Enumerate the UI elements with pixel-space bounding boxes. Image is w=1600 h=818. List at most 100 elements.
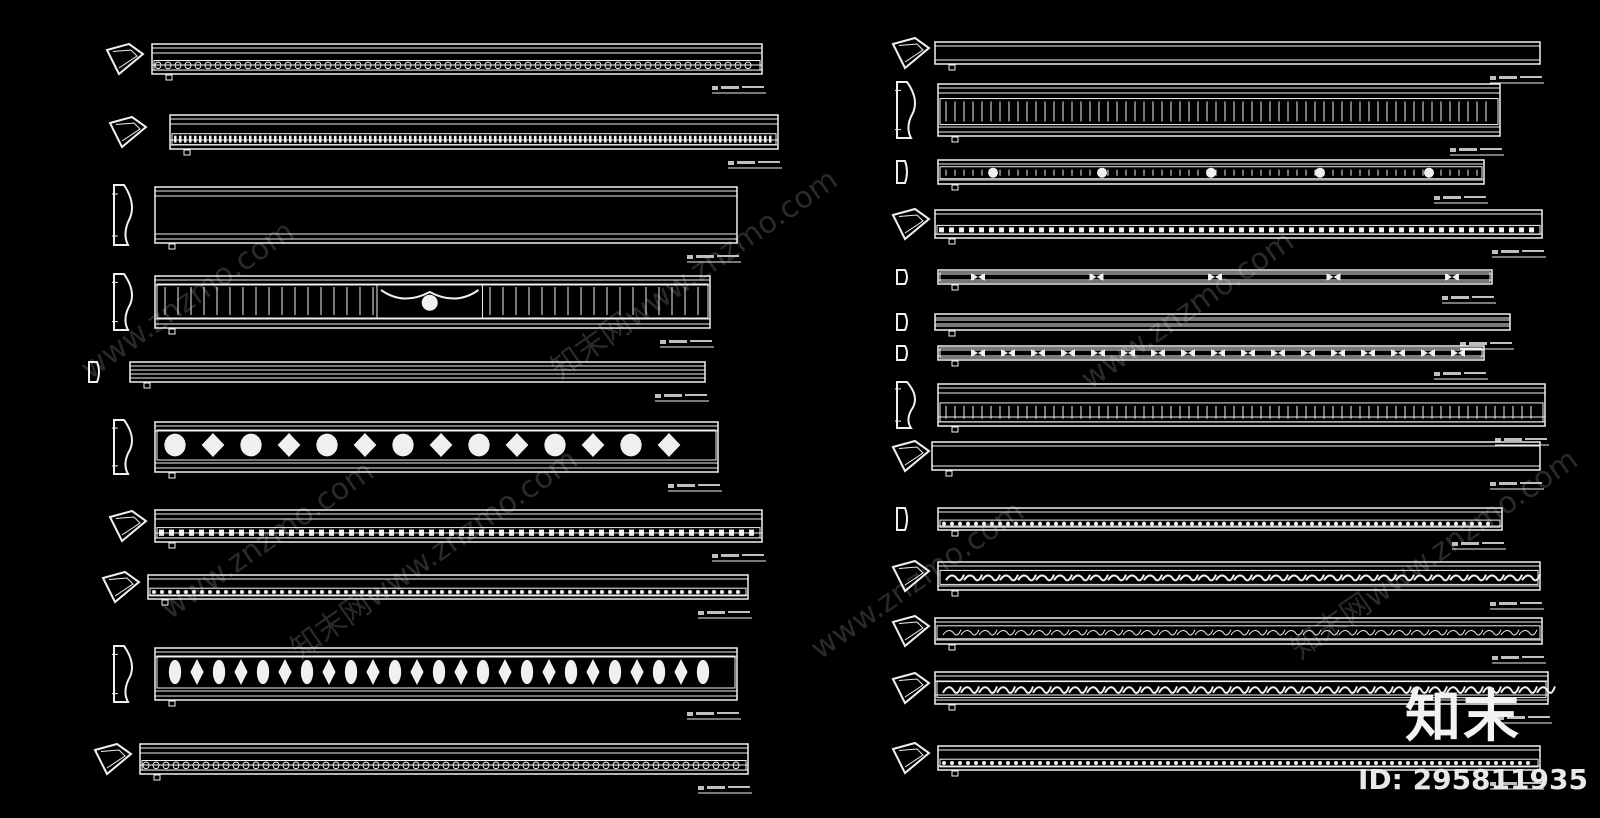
ornament-pattern — [171, 133, 777, 146]
moulding-elevation — [154, 421, 719, 473]
profile-section-icon — [896, 345, 908, 361]
moulding-row — [105, 42, 766, 94]
ornament-pattern — [939, 758, 1539, 768]
profile-section-icon — [891, 559, 931, 593]
ornament-pattern — [935, 319, 1510, 325]
dimension-callout — [1490, 76, 1544, 84]
ornament-pattern — [936, 625, 1541, 640]
watermark-text: www.znzmo.com — [75, 214, 301, 387]
moulding-elevation — [154, 186, 738, 244]
moulding-elevation — [931, 441, 1541, 471]
profile-section-icon — [896, 269, 908, 285]
moulding-elevation — [934, 41, 1541, 65]
moulding-elevation — [937, 745, 1541, 771]
dimension-callout — [1460, 342, 1514, 350]
ornament-pattern — [936, 681, 1556, 699]
ornament-pattern — [939, 569, 1541, 585]
moulding-row — [108, 509, 766, 562]
ornament-pattern — [156, 655, 736, 689]
moulding-row — [112, 419, 722, 492]
moulding-row — [891, 439, 1544, 490]
ornament-pattern — [939, 519, 1501, 528]
watermark-text: www.znzmo.com — [1075, 224, 1301, 397]
ornament-pattern — [156, 283, 709, 319]
moulding-row — [88, 361, 709, 402]
dimension-callout — [1490, 602, 1544, 610]
profile-section-icon — [896, 160, 908, 184]
moulding-layer — [88, 36, 1556, 794]
moulding-elevation — [154, 647, 738, 701]
profile-section-icon — [108, 509, 148, 543]
moulding-elevation — [937, 345, 1485, 361]
dimension-callout — [712, 554, 766, 562]
dimension-callout — [1492, 250, 1546, 258]
profile-section-icon — [101, 570, 141, 604]
moulding-row — [896, 345, 1488, 380]
moulding-elevation — [154, 509, 763, 543]
moulding-elevation — [937, 83, 1501, 137]
moulding-row — [112, 273, 714, 348]
moulding-elevation — [937, 159, 1485, 185]
moulding-row — [112, 645, 741, 720]
profile-section-icon — [88, 361, 100, 383]
profile-section-icon — [112, 273, 133, 331]
dimension-callout — [1490, 482, 1544, 490]
dimension-callout — [1442, 296, 1496, 304]
ornament-pattern — [156, 527, 761, 539]
ornament-pattern — [149, 587, 747, 597]
ornament-pattern — [939, 402, 1544, 423]
profile-section-icon — [93, 742, 133, 776]
moulding-elevation — [139, 743, 749, 775]
dimension-callout — [1450, 148, 1504, 156]
dimension-callout — [1452, 542, 1506, 550]
moulding-row — [891, 207, 1546, 258]
moulding-row — [896, 269, 1496, 304]
moulding-elevation — [937, 269, 1493, 285]
moulding-row — [896, 507, 1506, 550]
moulding-row — [108, 114, 782, 169]
moulding-elevation — [934, 209, 1543, 239]
moulding-row — [895, 81, 1504, 156]
profile-section-icon — [112, 184, 133, 246]
moulding-row — [891, 614, 1546, 664]
moulding-row — [112, 184, 741, 263]
moulding-row — [891, 559, 1544, 610]
profile-section-icon — [891, 614, 931, 648]
dimension-callout — [660, 340, 714, 348]
ornament-pattern — [936, 224, 1541, 235]
profile-section-icon — [891, 207, 931, 241]
dimension-callout — [1492, 656, 1546, 664]
profile-section-icon — [112, 645, 133, 703]
moulding-elevation — [934, 617, 1543, 645]
moulding-elevation — [934, 671, 1549, 705]
moulding-elevation — [937, 507, 1503, 531]
moulding-elevation — [151, 43, 763, 75]
moulding-elevation — [934, 313, 1511, 331]
moulding-elevation — [129, 361, 706, 383]
profile-section-icon — [896, 507, 908, 531]
moulding-row — [891, 671, 1556, 724]
ornament-pattern — [156, 429, 717, 461]
profile-section-icon — [891, 36, 931, 70]
profile-section-icon — [896, 313, 908, 331]
ornament-pattern — [939, 271, 1491, 283]
dimension-callout — [687, 255, 741, 263]
moulding-elevation — [169, 114, 779, 150]
brand-logo: 知末 — [1405, 685, 1521, 750]
dimension-callout — [1490, 782, 1544, 790]
moulding-elevation — [937, 383, 1546, 427]
moulding-elevation — [154, 275, 711, 329]
ornament-pattern — [153, 60, 761, 71]
dimension-callout — [655, 394, 709, 402]
dimension-callout — [712, 86, 766, 94]
dimension-callout — [1498, 716, 1552, 724]
moulding-row — [896, 313, 1514, 350]
image-id-label: ID: 295811935 — [1358, 763, 1588, 796]
moulding-row — [93, 742, 752, 794]
profile-section-icon — [891, 741, 931, 775]
dimension-callout — [668, 484, 722, 492]
moulding-row — [896, 159, 1488, 204]
ornament-pattern — [939, 347, 1483, 359]
profile-section-icon — [105, 42, 145, 76]
